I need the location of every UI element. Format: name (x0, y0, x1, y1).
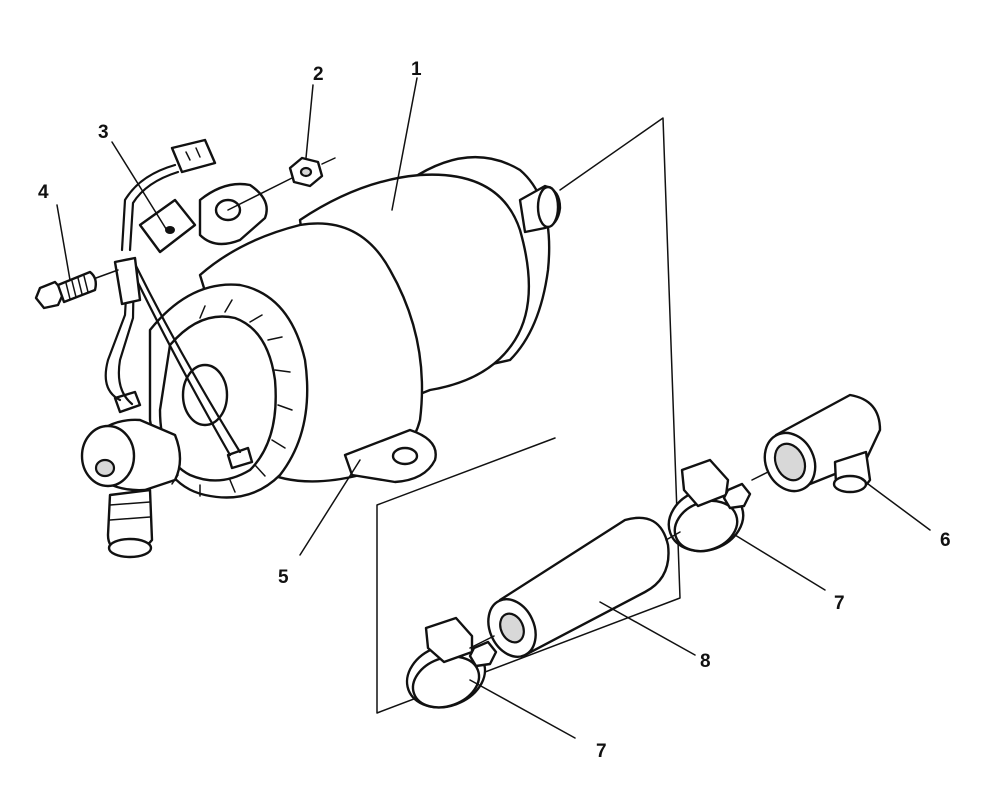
callout-2: 2 (313, 64, 324, 85)
hex-nut (227, 156, 336, 211)
fuel-pump-body (80, 138, 562, 559)
hex-bolt (34, 269, 119, 310)
hose-clamp-lower (405, 616, 498, 709)
ground-terminal (138, 198, 197, 254)
callout-7-upper: 7 (834, 593, 845, 614)
leader-lines (56, 77, 931, 739)
callout-labels: 1 2 3 4 5 6 7 7 8 (38, 59, 951, 762)
assembly-outline (376, 117, 681, 714)
fuel-hose (469, 516, 681, 658)
callout-5: 5 (278, 567, 289, 588)
elbow-fitting (751, 393, 882, 494)
callout-6: 6 (940, 530, 951, 551)
callout-4: 4 (38, 182, 49, 203)
callout-8: 8 (700, 651, 711, 672)
callout-3: 3 (98, 122, 109, 143)
callout-1: 1 (411, 59, 422, 80)
hose-clamp-upper (667, 458, 752, 553)
callout-7-lower: 7 (596, 741, 607, 762)
